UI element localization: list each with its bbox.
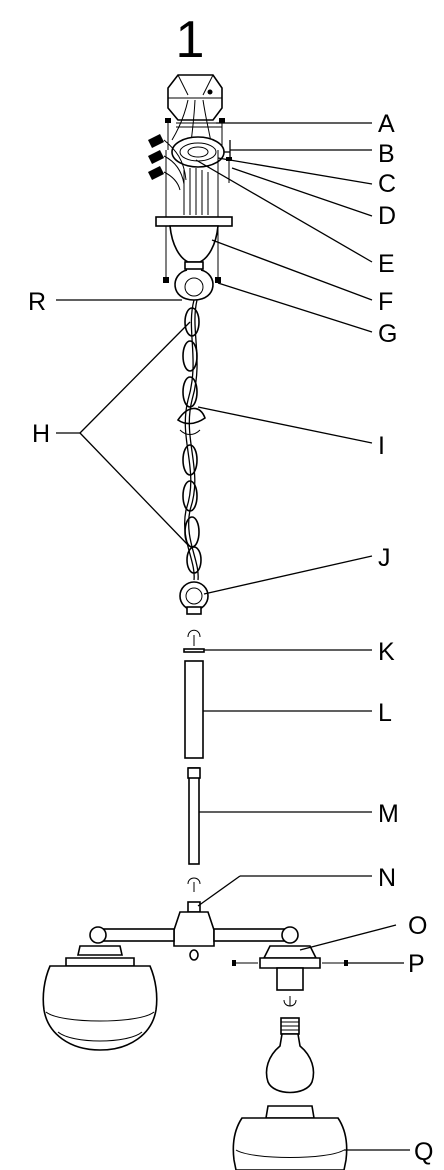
lower-loop xyxy=(179,581,209,615)
wire-nuts xyxy=(148,134,187,191)
chain-and-cord xyxy=(176,299,206,581)
hex-nut xyxy=(183,629,205,653)
right-socket-cup xyxy=(232,945,348,991)
junction-box xyxy=(167,74,223,121)
downrod-upper xyxy=(184,660,204,759)
canopy xyxy=(155,216,233,270)
label-D: D xyxy=(378,202,396,230)
fixture-body xyxy=(89,901,299,961)
light-bulb xyxy=(265,1017,315,1094)
label-C: C xyxy=(378,170,396,198)
left-shade xyxy=(42,945,158,1051)
label-E: E xyxy=(378,250,395,278)
label-I: I xyxy=(378,432,385,460)
label-Q: Q xyxy=(414,1138,433,1166)
label-N: N xyxy=(378,864,396,892)
fixture-wires xyxy=(183,168,209,215)
crossbar-ring xyxy=(171,136,225,168)
mounting-strap xyxy=(176,122,222,128)
long-screws xyxy=(163,150,221,283)
threaded-nipple xyxy=(187,767,201,865)
step-number: 1 xyxy=(176,11,205,69)
label-H: H xyxy=(32,420,50,448)
label-J: J xyxy=(378,544,391,572)
right-shade xyxy=(232,1105,348,1170)
label-R: R xyxy=(28,288,46,316)
bulb-arrow xyxy=(283,996,297,1007)
label-K: K xyxy=(378,638,395,666)
label-P: P xyxy=(408,950,425,978)
label-F: F xyxy=(378,288,393,316)
label-O: O xyxy=(408,912,427,940)
label-L: L xyxy=(378,699,392,727)
label-M: M xyxy=(378,800,399,828)
label-G: G xyxy=(378,320,397,348)
label-A: A xyxy=(378,110,395,138)
label-B: B xyxy=(378,140,395,168)
body-nut xyxy=(187,877,201,892)
leader-lines xyxy=(56,122,410,1151)
canopy-loop xyxy=(174,269,214,301)
